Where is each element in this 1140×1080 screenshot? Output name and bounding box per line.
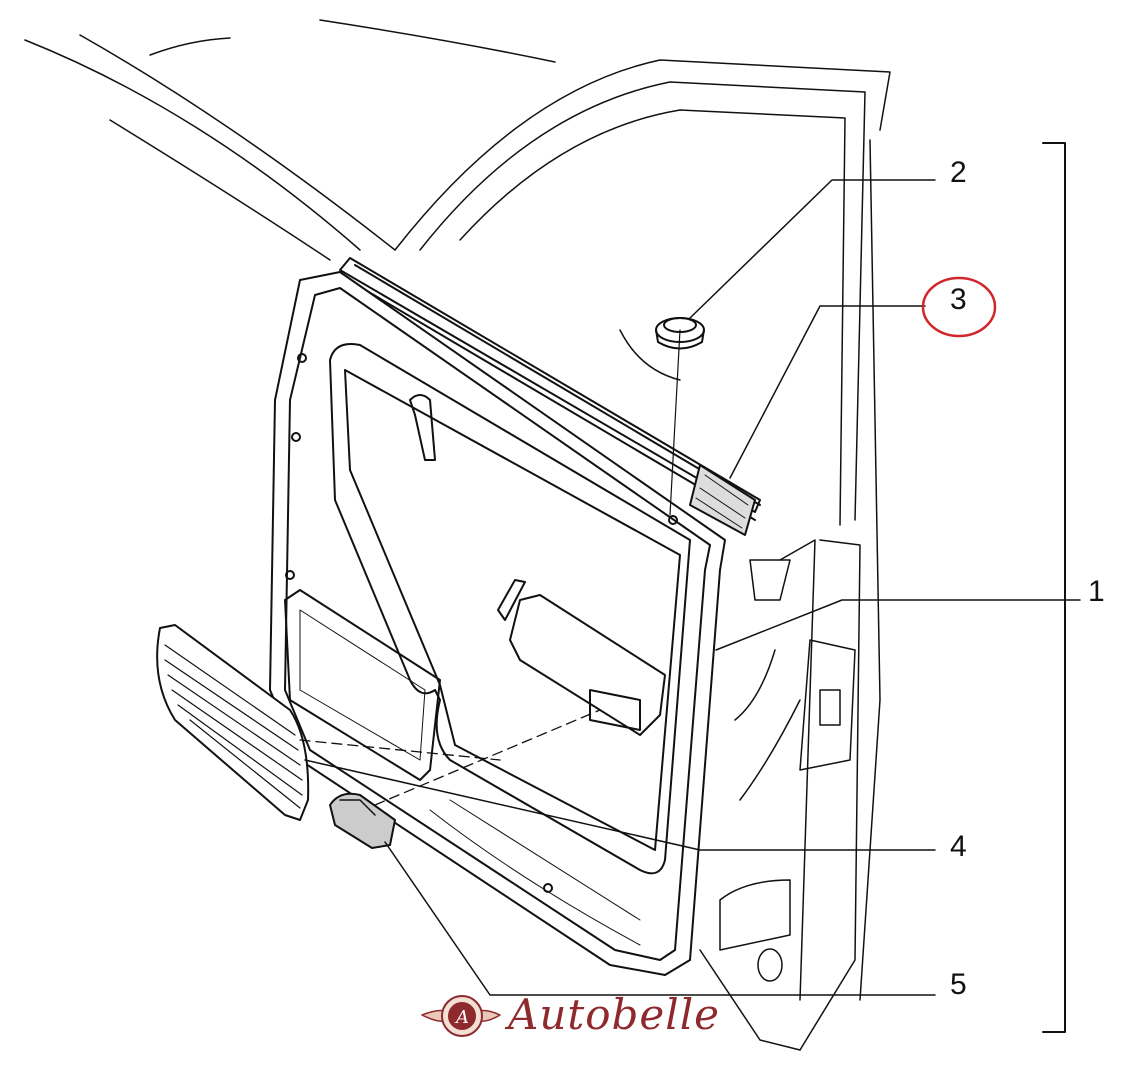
part-3-strip	[689, 464, 756, 536]
logo-wordmark: Autobelle	[508, 990, 721, 1039]
callout-3: 3	[950, 283, 967, 316]
part-1-trim-panel	[269, 271, 726, 976]
car-body-lines	[24, 19, 891, 1051]
callout-5: 5	[950, 968, 967, 1001]
logo-emblem: A	[421, 995, 501, 1037]
svg-text:A: A	[454, 1007, 469, 1028]
part-4-speaker-grille	[156, 624, 310, 821]
highlight-circle	[921, 276, 997, 338]
part-5-lamp	[329, 792, 396, 849]
callout-1: 1	[1088, 575, 1105, 608]
callout-2: 2	[950, 156, 967, 189]
leader-lines	[304, 179, 1081, 996]
assembly-lines	[299, 709, 601, 806]
window-strip	[339, 257, 761, 521]
callout-4: 4	[950, 830, 967, 863]
assembly-bracket	[1042, 142, 1066, 1033]
